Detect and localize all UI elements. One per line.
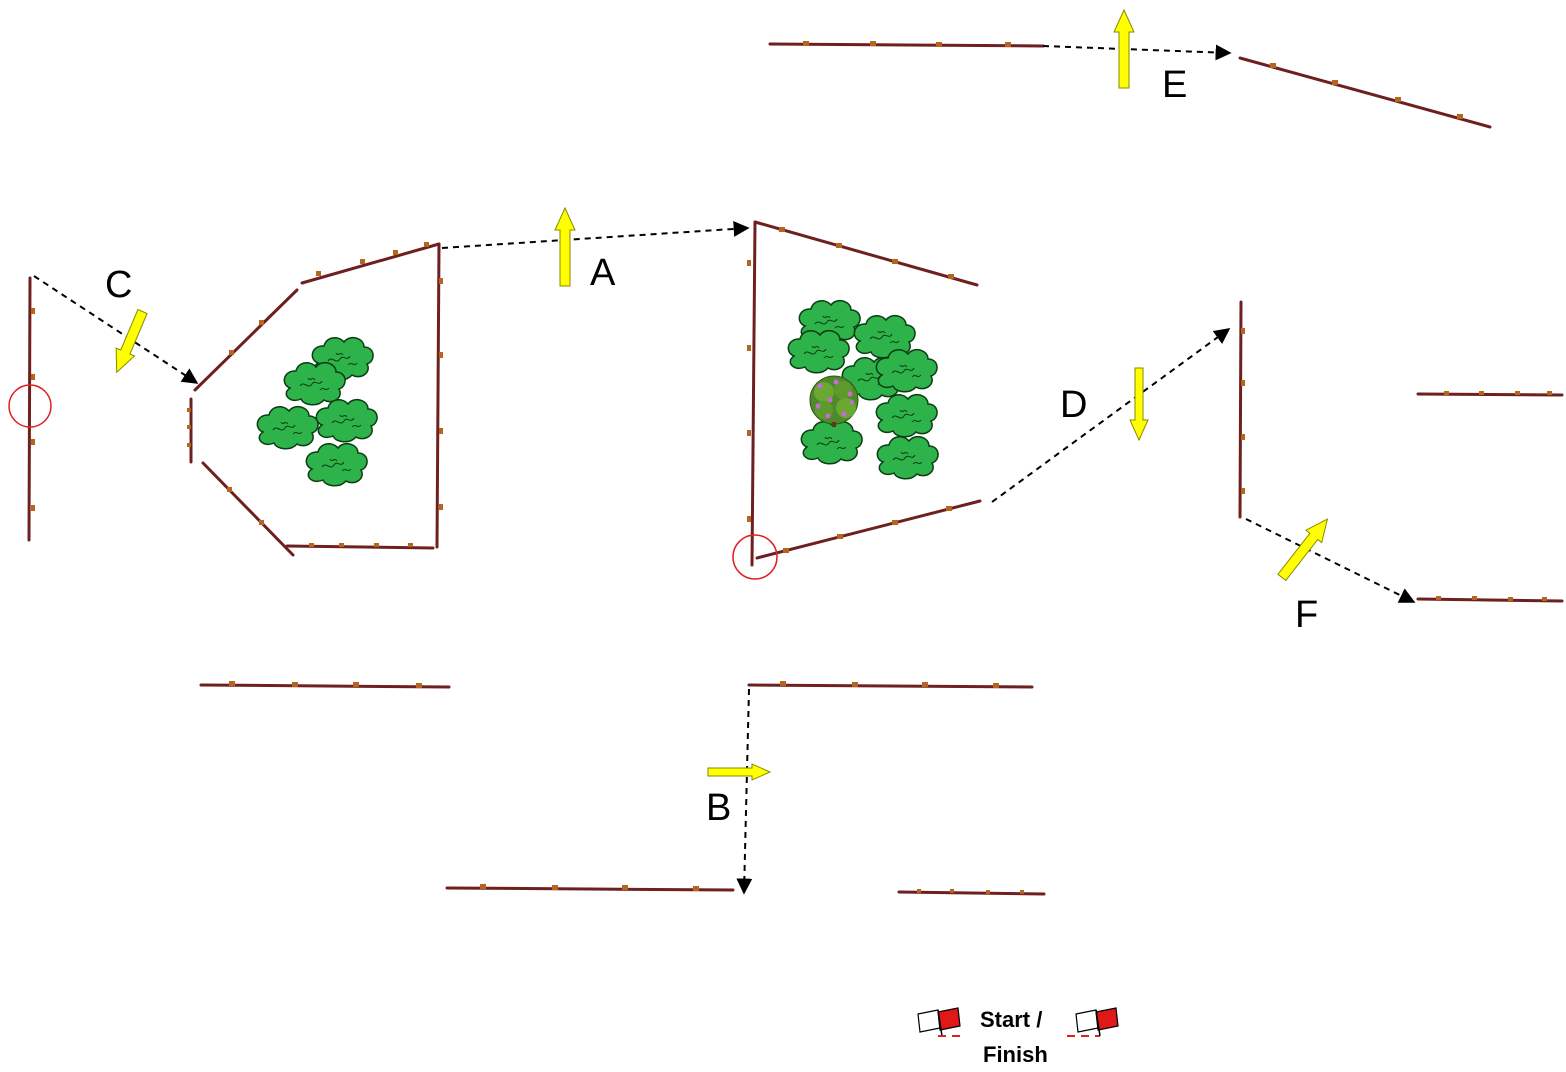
fence-lower-left [199,683,451,689]
bush-icon [787,329,850,374]
fence-center-bottom [755,499,982,560]
course-path [33,44,1416,895]
start-finish-label-line2: Finish [983,1042,1048,1067]
bush-cluster-left [256,336,378,487]
fence-far-right-upper [1416,392,1564,397]
fence-left-enclosure-upper-diag [193,288,299,392]
bush-icon [256,405,319,450]
fence-left-enclosure-lower-diag [201,461,295,557]
marker-circle-center [732,534,778,580]
fence-bottom-left [445,886,735,892]
obstacle-labels: E A C D F B [105,64,1318,829]
marker-circles [8,384,778,580]
flag-icon [1075,1007,1119,1037]
direction-arrows [115,8,1329,781]
bush-icon [315,398,378,443]
obstacle-label-a: A [590,252,616,294]
obstacle-label-d: D [1060,384,1087,426]
bush-icon [876,435,939,480]
path-d [991,328,1231,503]
flower-bush-icon [809,375,859,427]
direction-arrow-d [1129,367,1149,442]
fence-posts [31,41,1552,894]
path-e [1042,44,1232,61]
obstacle-label-f: F [1295,594,1318,636]
start-finish-label-line1: Start / [980,1007,1042,1032]
fence-e-right [1238,56,1492,129]
fence-right-vertical [1238,300,1243,519]
direction-arrow-f [1277,518,1329,582]
fence-left-enclosure-top [300,242,441,285]
fence-left-enclosure-right [435,242,441,549]
path-b [736,688,753,895]
bush-icon [283,361,346,406]
fence-e-left [768,42,1045,48]
path-f [1245,518,1416,603]
flag-icon [917,1007,961,1037]
bush-icon [305,442,368,487]
fences [27,42,1564,896]
bush-icon [875,393,938,438]
bush-cluster-center [787,299,939,480]
direction-arrow-e [1113,8,1135,89]
start-finish-legend: Start / Finish [917,1007,1119,1067]
fence-bottom-right [897,890,1046,896]
direction-arrow-b [707,763,772,781]
direction-arrow-c [115,308,148,374]
bush-icon [800,420,863,465]
fence-center-top [753,220,979,287]
fence-center-left [750,220,757,567]
direction-arrow-a [554,206,576,287]
marker-circle-left [8,384,52,428]
path-a [441,220,750,249]
obstacle-label-b: B [706,787,731,829]
fence-far-right-lower [1416,597,1564,603]
fence-lower-center [747,683,1034,689]
obstacle-label-c: C [105,264,132,306]
obstacle-label-e: E [1162,64,1187,106]
fence-far-left [27,276,32,542]
